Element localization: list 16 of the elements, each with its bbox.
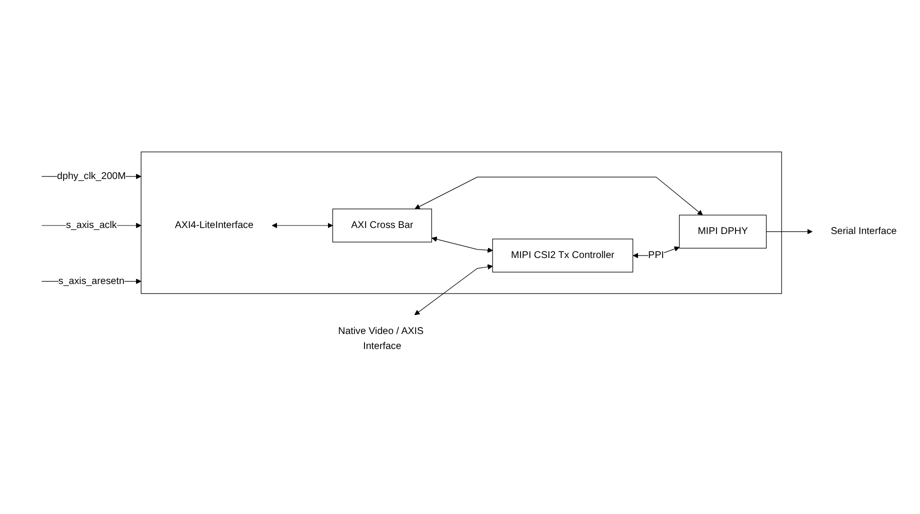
node-box: MIPI DPHY	[679, 214, 767, 248]
node-text: Native Video / AXIS Interface	[338, 326, 424, 351]
edge-label: dphy_clk_200M	[57, 170, 126, 181]
arrow	[414, 176, 703, 215]
edge-label: PPI	[648, 250, 664, 260]
node-text: Serial Interface	[830, 226, 897, 236]
arrow	[272, 222, 333, 228]
edge-label: s_axis_aresetn	[58, 275, 124, 286]
node-text: AXI4-LiteInterface	[174, 220, 254, 230]
arrow	[766, 228, 813, 234]
arrow	[414, 264, 493, 315]
node-box: MIPI CSI2 Tx Controller	[492, 238, 634, 272]
node-box: AXI Cross Bar	[332, 208, 432, 242]
edge-label: s_axis_aclk	[66, 220, 117, 230]
arrow	[432, 236, 493, 252]
cluster	[140, 151, 782, 294]
